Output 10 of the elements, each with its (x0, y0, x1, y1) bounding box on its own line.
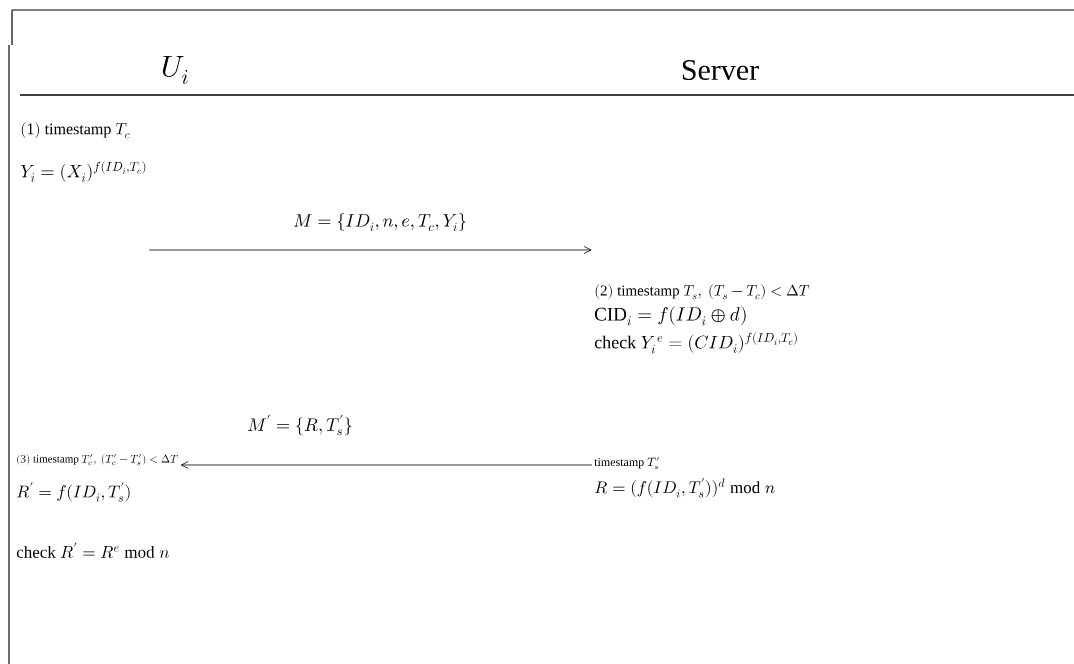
edge-label: $M'=\{R,T'_s\}$ (245, 412, 355, 438)
step-text: $\mathrm{(3)\ timestamp}\ T'_c,\ (T'_c-T'_s)<\Delta T$ $R'=f(ID_i,T'_s)$ $\mathrm{check}\ R'=R^e \bmod n$ (16, 454, 178, 559)
step-text: $\mathrm{(1)\ timestamp}\ T_c$ $Y_i=(X_i)^{f(ID_i,T_c)}$ (20, 122, 146, 182)
step-text: $\mathrm{(2)\ timestamp}\ T_s,\ (T_s-T_c)<\Delta T$ $\mathrm{CID}_i=f(ID_i\oplus d)$ $\mathrm{check}\ Y_i^{\,e}=(CID_i)^{f(ID_i,T_c)}$ (594, 284, 810, 354)
arrow (180, 461, 593, 469)
column-heading: $\mathrm{Server}$ (682, 59, 759, 81)
edge-label: $M=\{ID_i,n,e,T_c,Y_i\}$ (291, 210, 469, 234)
column-heading: $U_i$ (162, 55, 188, 85)
arrow (148, 246, 592, 254)
step-text: $\mathrm{timestamp}\ T'_s$ $R=(f(ID_i,T'_s))^d \bmod n$ (594, 457, 775, 498)
